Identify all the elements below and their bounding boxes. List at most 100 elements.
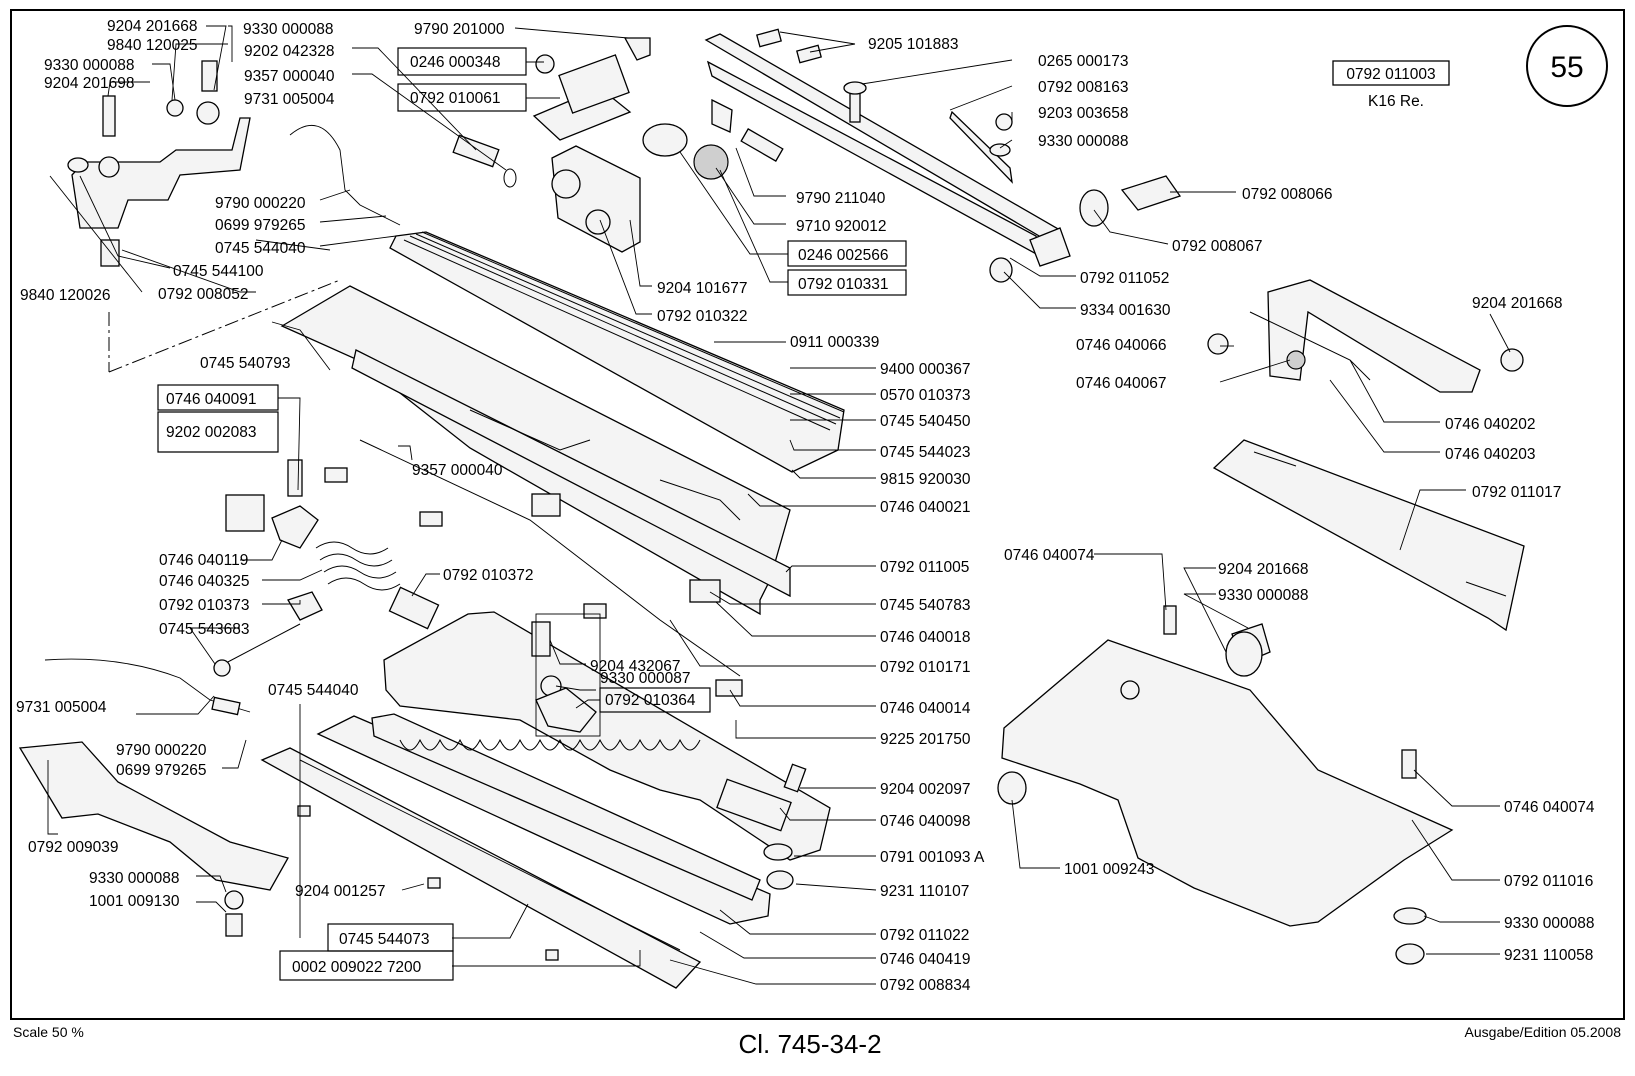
part-label: 0792 008052 <box>158 286 249 303</box>
part-label: 9334 001630 <box>1080 302 1171 319</box>
part-label: 9330 000088 <box>44 57 135 74</box>
part-label: 9731 005004 <box>16 699 107 716</box>
part-label: 0745 544040 <box>215 240 306 257</box>
part-label: 0265 000173 <box>1038 53 1129 70</box>
part-label: 0745 540783 <box>880 597 971 614</box>
part-label: 0745 543683 <box>159 621 250 638</box>
part-label: 9400 000367 <box>880 361 971 378</box>
part-label: 9330 000088 <box>1218 587 1309 604</box>
leader-lines <box>47 25 1511 985</box>
part-label: 0746 040074 <box>1504 799 1595 816</box>
part-label: 0792 011016 <box>1504 873 1593 890</box>
part-label: 9357 000040 <box>244 68 335 85</box>
part-label: 9202 002083 <box>166 424 257 441</box>
part-label: 9204 201698 <box>44 75 135 92</box>
part-label: 0746 040325 <box>159 573 250 590</box>
part-label: 0792 011022 <box>880 927 969 944</box>
part-label: 0792 010372 <box>443 567 534 584</box>
part-label: 0699 979265 <box>215 217 306 234</box>
part-label: 0792 011005 <box>880 559 969 576</box>
part-label: 0746 040202 <box>1445 416 1536 433</box>
edition-note: Ausgabe/Edition 05.2008 <box>1465 1024 1622 1040</box>
part-label: 9330 000088 <box>1038 133 1129 150</box>
part-label: 0246 000348 <box>410 54 501 71</box>
part-label: 0792 011052 <box>1080 270 1169 287</box>
part-label: 0746 040074 <box>1004 547 1095 564</box>
part-label: 0746 040067 <box>1076 375 1167 392</box>
part-label: 0792 010364 <box>605 692 696 709</box>
part-label: 0791 001093 A <box>880 849 985 866</box>
part-label: 9731 005004 <box>244 91 335 108</box>
part-label: 0746 040419 <box>880 951 971 968</box>
part-label: 0792 010373 <box>159 597 250 614</box>
parts-drawing <box>18 28 1525 989</box>
part-label: 1001 009243 <box>1064 861 1155 878</box>
part-label: 9204 201668 <box>1472 295 1563 312</box>
part-label: 9204 432067 <box>590 658 681 675</box>
part-label: 0746 040098 <box>880 813 971 830</box>
part-label: 0746 040091 <box>166 391 257 408</box>
part-label: 0792 008066 <box>1242 186 1333 203</box>
page-number-circle <box>1526 25 1608 107</box>
boxed-labels <box>157 47 907 981</box>
part-label: 0792 008163 <box>1038 79 1129 96</box>
part-label: 9330 000088 <box>1504 915 1595 932</box>
part-label: 0792 010061 <box>410 90 501 107</box>
part-label: 9203 003658 <box>1038 105 1129 122</box>
part-label: 0792 010331 <box>798 276 889 293</box>
part-label: 0792 008834 <box>880 977 971 994</box>
part-label: 0745 544100 <box>173 263 264 280</box>
model-box-label: 0792 011003 <box>1346 66 1435 83</box>
part-label: 0911 000339 <box>790 334 879 351</box>
part-label: 9231 110107 <box>880 883 969 900</box>
part-label: 0745 544073 <box>339 931 430 948</box>
part-label: 9790 201000 <box>414 21 505 38</box>
page-number: 55 <box>1550 51 1583 84</box>
part-label: 0745 544040 <box>268 682 359 699</box>
part-label: 9204 101677 <box>657 280 748 297</box>
part-label: 0002 009022 7200 <box>292 959 422 976</box>
part-label: 9790 000220 <box>116 742 207 759</box>
part-label: 9840 120025 <box>107 37 198 54</box>
part-label: 0699 979265 <box>116 762 207 779</box>
part-label: 9330 000088 <box>243 21 334 38</box>
part-label: 0792 010171 <box>880 659 971 676</box>
part-label: 9840 120026 <box>20 287 111 304</box>
part-label: 0246 002566 <box>798 247 889 264</box>
part-label: 9815 920030 <box>880 471 971 488</box>
part-label: 0746 040119 <box>159 552 248 569</box>
part-label: 9330 000088 <box>89 870 180 887</box>
part-label: 9790 211040 <box>796 190 886 207</box>
scale-note: Scale 50 % <box>13 1024 84 1040</box>
part-label: 0792 010322 <box>657 308 748 325</box>
part-label: 0745 544023 <box>880 444 971 461</box>
part-label: 0746 040203 <box>1445 446 1536 463</box>
part-label: 1001 009130 <box>89 893 180 910</box>
part-label: 9231 110058 <box>1504 947 1593 964</box>
part-label: 0745 540450 <box>880 413 971 430</box>
part-label: 0746 040066 <box>1076 337 1167 354</box>
part-label: 0746 040018 <box>880 629 971 646</box>
part-label: 0746 040021 <box>880 499 971 516</box>
part-label: 9204 001257 <box>295 883 386 900</box>
model-box <box>1332 60 1450 86</box>
part-label: 9330 000087 <box>600 670 691 687</box>
part-labels: 9204 201668 9840 120025 9330 000088 9330… <box>16 18 1595 994</box>
part-label: 9204 201668 <box>1218 561 1309 578</box>
part-label: 0570 010373 <box>880 387 971 404</box>
model-note: K16 Re. <box>1368 93 1424 110</box>
part-label: 9710 920012 <box>796 218 887 235</box>
part-label: 0792 008067 <box>1172 238 1263 255</box>
part-label: 9205 101883 <box>868 36 959 53</box>
part-label: 0792 011017 <box>1472 484 1561 501</box>
class-title: Cl. 745-34-2 <box>738 1029 881 1059</box>
part-label: 0792 009039 <box>28 839 119 856</box>
part-label: 9357 000040 <box>412 462 503 479</box>
part-label: 0745 540793 <box>200 355 291 372</box>
part-label: 9202 042328 <box>244 43 335 60</box>
part-label: 9225 201750 <box>880 731 971 748</box>
part-label: 9204 201668 <box>107 18 198 35</box>
part-label: 0746 040014 <box>880 700 971 717</box>
part-label: 9204 002097 <box>880 781 971 798</box>
